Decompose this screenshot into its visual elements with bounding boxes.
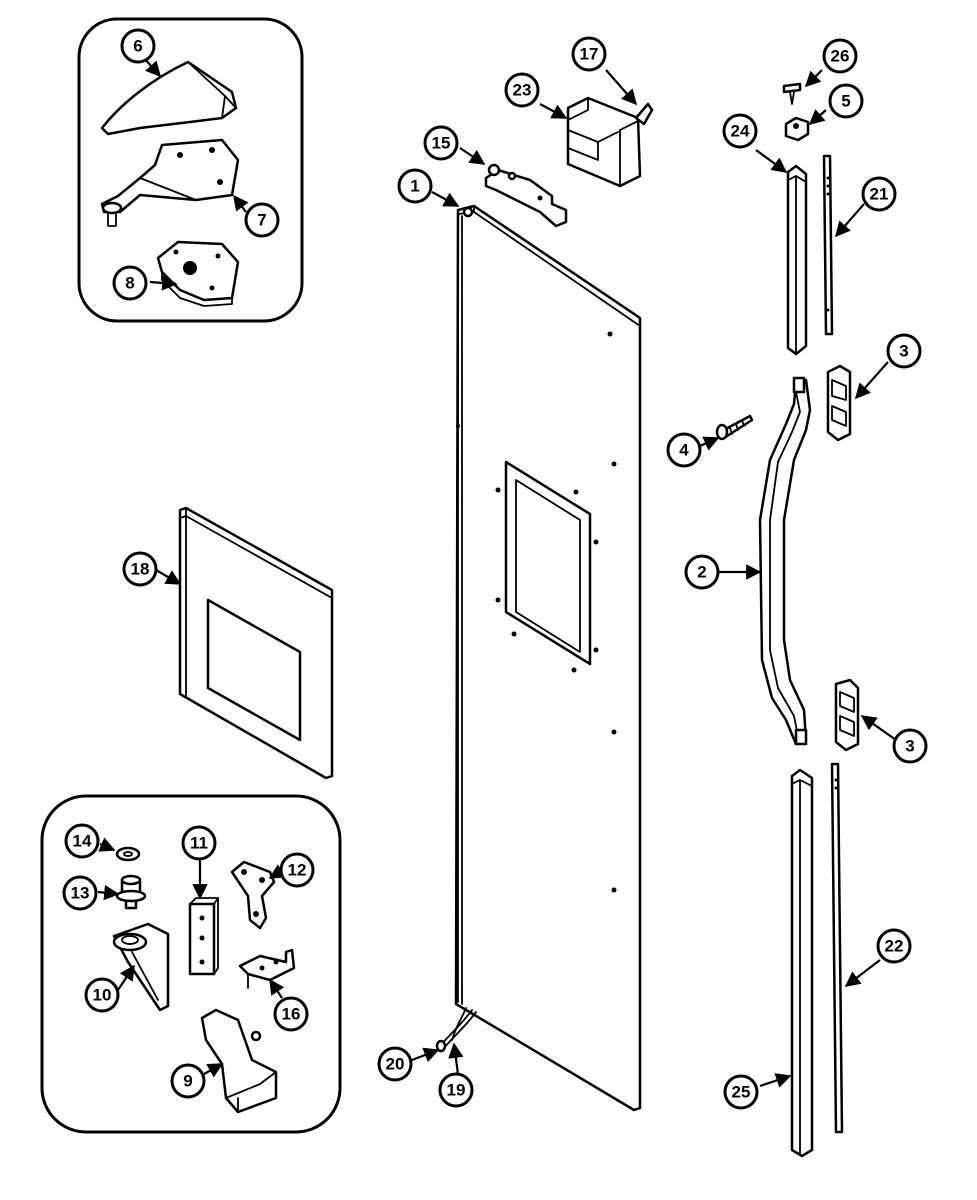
hinge-plate-part[interactable] <box>188 860 219 976</box>
callout-6: 6 <box>120 28 156 64</box>
callout-label: 6 <box>133 37 142 56</box>
callout-2: 2 <box>684 554 720 590</box>
callout-label: 8 <box>125 274 134 293</box>
callout-label: 10 <box>93 986 112 1005</box>
callout-label: 3 <box>905 737 914 756</box>
small-bracket-part[interactable] <box>238 948 296 999</box>
callout-label: 15 <box>432 134 451 153</box>
handle-end-cap-top-part[interactable] <box>826 361 889 442</box>
callout-21: 21 <box>861 176 897 212</box>
water-tube-part[interactable] <box>411 1009 477 1063</box>
callout-label: 5 <box>841 92 850 111</box>
hinge-bracket-part[interactable] <box>230 860 286 930</box>
callout-label: 18 <box>131 560 150 579</box>
handle-end-cap-bottom-part[interactable] <box>834 678 897 752</box>
callout-10: 10 <box>84 977 120 1013</box>
callout-4: 4 <box>666 432 702 468</box>
bottom-hinge-part[interactable] <box>112 922 170 1012</box>
callout-label: 12 <box>288 861 307 880</box>
top-cam-part[interactable] <box>459 147 568 228</box>
door-panel-part[interactable] <box>431 191 642 1112</box>
top-hinge-group <box>77 17 304 323</box>
handle-screw-part[interactable] <box>699 414 754 451</box>
callout-label: 14 <box>73 832 92 851</box>
callout-8: 8 <box>112 265 148 301</box>
callout-15: 15 <box>423 125 459 161</box>
callout-label: 11 <box>190 834 208 853</box>
callout-label: 16 <box>282 1005 301 1024</box>
callout-3-bottom: 3 <box>892 728 928 764</box>
upper-strip-part[interactable] <box>822 154 865 336</box>
upper-trim-part[interactable] <box>755 149 808 356</box>
small-screw-part[interactable] <box>782 69 823 105</box>
callout-label: 17 <box>580 45 599 64</box>
callout-20: 20 <box>377 1046 413 1082</box>
callout-12: 12 <box>279 852 315 888</box>
callout-label: 3 <box>899 342 908 361</box>
callout-label: 23 <box>513 81 532 100</box>
callout-17: 17 <box>571 36 607 72</box>
clip-part[interactable] <box>605 69 654 126</box>
bottom-hinge-group <box>40 794 342 1134</box>
nut-block-part[interactable] <box>784 109 827 142</box>
hinge-pin-part[interactable] <box>97 874 147 910</box>
callout-label: 2 <box>697 563 706 582</box>
door-handle-part[interactable] <box>716 376 812 746</box>
callout-label: 24 <box>731 122 750 141</box>
callout-label: 20 <box>386 1055 405 1074</box>
callout-label: 1 <box>410 177 419 196</box>
callout-25: 25 <box>723 1074 759 1110</box>
callout-18: 18 <box>122 551 158 587</box>
hinge-cover-part[interactable] <box>100 60 238 136</box>
callout-label: 9 <box>183 1072 192 1091</box>
callout-16: 16 <box>273 996 309 1032</box>
lower-trim-part[interactable] <box>759 768 814 1158</box>
dispenser-bracket-part[interactable] <box>539 96 642 188</box>
callout-1: 1 <box>397 168 433 204</box>
callout-label: 26 <box>831 47 850 66</box>
callout-13: 13 <box>62 875 98 911</box>
callout-9: 9 <box>170 1063 206 1099</box>
callout-label: 7 <box>257 211 266 230</box>
callout-label: 4 <box>679 441 689 460</box>
washer-part[interactable] <box>98 837 141 862</box>
hinge-shim-part[interactable] <box>156 240 240 307</box>
lower-strip-part[interactable] <box>830 762 881 1134</box>
callout-label: 21 <box>870 185 889 204</box>
callout-label: 25 <box>732 1083 751 1102</box>
dispenser-front-part[interactable] <box>155 506 334 780</box>
bottom-hinge-cover-part[interactable] <box>200 1008 278 1114</box>
callout-22: 22 <box>876 928 912 964</box>
callout-11: 11 <box>181 825 217 861</box>
callout-5: 5 <box>828 83 864 119</box>
wire-harness-part[interactable] <box>448 1007 467 1075</box>
top-hinge-part[interactable] <box>100 138 240 227</box>
callout-label: 22 <box>885 937 904 956</box>
callout-24: 24 <box>722 113 758 149</box>
callout-label: 13 <box>71 884 90 903</box>
callout-19: 19 <box>438 1072 474 1108</box>
callout-3-top: 3 <box>886 333 922 369</box>
callout-14: 14 <box>64 823 100 859</box>
callout-7: 7 <box>244 202 280 238</box>
callout-26: 26 <box>822 38 858 74</box>
callout-label: 19 <box>447 1081 466 1100</box>
callout-23: 23 <box>504 72 540 108</box>
